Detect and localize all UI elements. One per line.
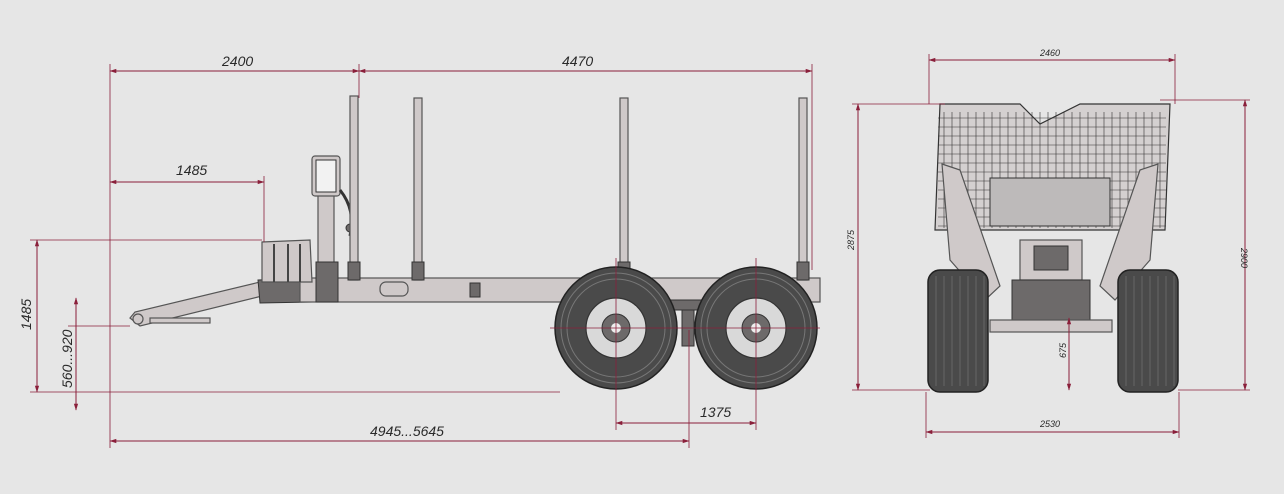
dim-560-920: 560...920 bbox=[59, 329, 75, 388]
dim-2460: 2460 bbox=[1039, 48, 1060, 58]
dim-4470: 4470 bbox=[562, 53, 593, 69]
drawbar bbox=[129, 277, 313, 327]
dim-1485-horizontal: 1485 bbox=[176, 162, 207, 178]
dim-2530: 2530 bbox=[1039, 419, 1060, 429]
stake-1 bbox=[349, 95, 359, 281]
front-view-grille bbox=[934, 103, 1171, 231]
right-tire bbox=[1117, 269, 1179, 393]
stake-3 bbox=[619, 97, 629, 281]
dim-1485-vertical: 1485 bbox=[18, 299, 34, 330]
left-tire bbox=[927, 269, 989, 393]
dim-2900: 2900 bbox=[1239, 247, 1249, 268]
dim-2875: 2875 bbox=[846, 229, 856, 251]
dim-1375: 1375 bbox=[700, 404, 731, 420]
front-grille bbox=[261, 239, 313, 283]
dim-2400: 2400 bbox=[221, 53, 253, 69]
side-view: 2400 4470 1485 1485 560...920 1375 4945.… bbox=[18, 53, 821, 448]
dim-675: 675 bbox=[1058, 342, 1068, 358]
front-view: 2460 2875 2900 675 2530 bbox=[846, 48, 1250, 438]
dim-4945-5645: 4945...5645 bbox=[370, 423, 444, 439]
stake-4 bbox=[798, 97, 808, 281]
stake-2 bbox=[413, 97, 423, 281]
